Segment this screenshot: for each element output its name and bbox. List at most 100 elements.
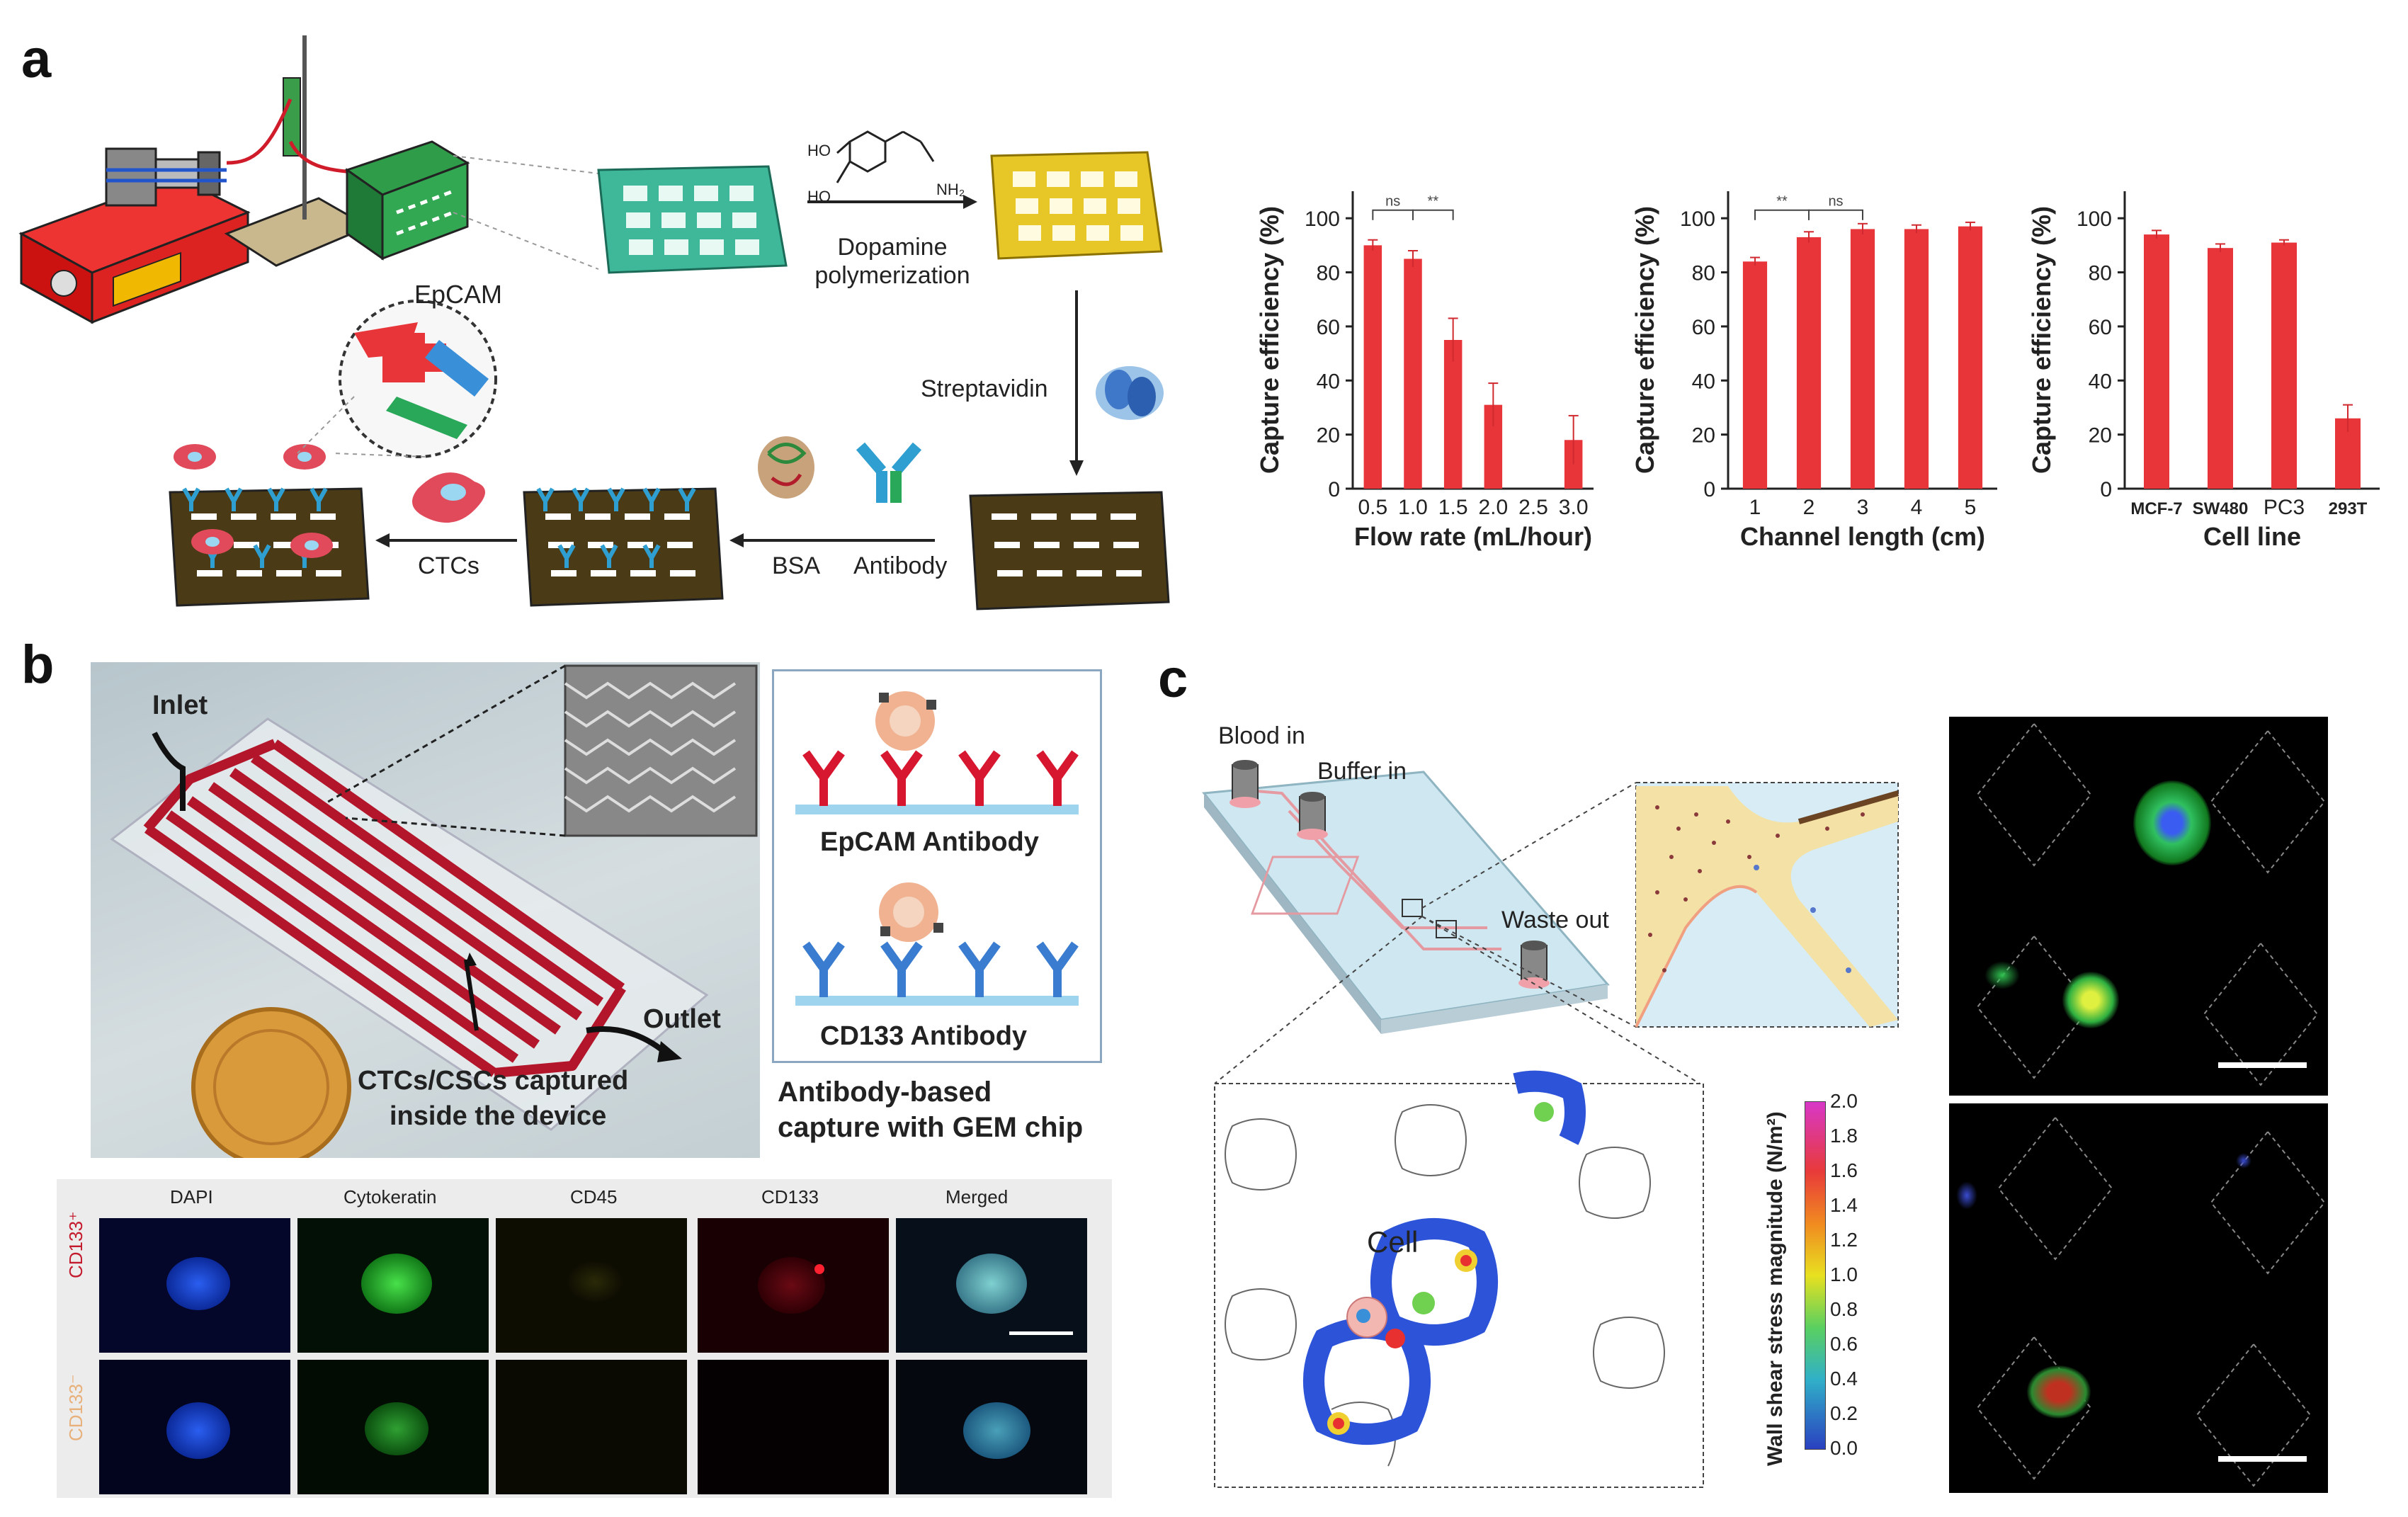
inlet-label: Inlet [152,691,208,720]
row-label-cd133-positive: CD133⁺ [65,1211,86,1278]
bar [1404,258,1422,489]
micrograph-merged-pos [896,1218,1087,1353]
scale-bar [1009,1331,1073,1335]
stain-header-cytokeratin: Cytokeratin [343,1186,437,1208]
stain-header-cd45: CD45 [570,1186,618,1208]
dark-chip-ctcs [169,444,370,607]
antibody-schematic-box [772,669,1102,1063]
micrograph-cd133-pos [698,1218,889,1353]
post-outlines [1976,1116,2326,1487]
epcam-label: EpCAM [414,280,503,309]
y-tick-label: 60 [1317,316,1340,339]
bar [1363,245,1382,489]
antibody-label: Antibody [853,552,948,579]
shear-stress-simulation [1214,1070,1704,1488]
micrograph-cytokeratin-pos [297,1218,489,1353]
significance-bracket [1412,209,1454,220]
captured-label-line1: CTCs/CSCs captured [358,1066,629,1096]
colorbar-tick-label: 1.2 [1830,1229,1858,1251]
significance-bracket [1808,209,1863,220]
x-axis-label: Flow rate (mL/hour) [1354,522,1592,551]
significance-label: ns [1385,194,1400,210]
micrograph-capture-top [1949,717,2328,1096]
streptavidin-protein-icon [1096,366,1164,420]
teal-chip-illustration [597,165,788,274]
bar [2208,248,2233,489]
y-tick-label: 20 [1317,424,1340,448]
y-tick-label: 20 [2089,424,2112,448]
colorbar-tick-label: 0.4 [1830,1368,1858,1390]
captured-label-line2: inside the device [390,1101,607,1131]
y-tick-label: 0 [1703,478,1715,501]
polymerization-label: polymerization [814,262,970,289]
cd133-antibody-label: CD133 Antibody [820,1021,1028,1051]
gem-chip-device [110,664,758,1167]
colorbar-label: Wall shear stress magnitude (N/m²) [1764,1111,1787,1466]
y-tick-label: 60 [1692,316,1715,339]
chip-holder-illustration [344,140,470,261]
free-ctc-cell [412,472,485,523]
x-tick-label: 293T [2329,499,2368,518]
colorbar-tick-label: 0.2 [1830,1402,1858,1424]
x-tick-label: 2 [1803,496,1815,519]
y-axis-label: Capture efficiency (%) [1630,206,1659,474]
bar [1850,229,1875,489]
panel-letter-c: c [1158,649,1188,709]
panel-letter-b: b [21,635,55,695]
cell-label: Cell [1367,1225,1419,1259]
stain-header-dapi: DAPI [170,1186,213,1208]
shear-stress-colorbar [1805,1101,1826,1450]
micrograph-cytokeratin-neg [297,1360,489,1494]
significance-bracket [1372,209,1414,220]
panel-letter-a: a [21,29,52,89]
scale-bar [2218,1062,2307,1068]
bar [1958,226,1983,489]
epcam-magnifier [339,300,497,458]
y-tick-label: 20 [1692,424,1715,448]
x-tick-label: 5 [1965,496,1977,519]
caption-line2: capture with GEM chip [778,1112,1084,1143]
antibody-schematic [795,691,1079,1006]
waste-out-label: Waste out [1501,907,1609,933]
y-tick-label: 0 [2100,478,2112,501]
x-tick-label: 3.0 [1559,496,1589,519]
y-tick-label: 40 [2089,370,2112,393]
x-axis-label: Channel length (cm) [1740,522,1985,551]
x-tick-label: 2.0 [1478,496,1508,519]
buffer-in-label: Buffer in [1317,758,1407,785]
x-tick-label: 2.5 [1518,496,1548,519]
x-axis-label: Cell line [2203,522,2301,551]
bar [2271,242,2297,489]
colorbar-tick-label: 1.8 [1830,1125,1858,1147]
x-tick-label: 0.5 [1358,496,1387,519]
post-outlines [1976,722,2326,1086]
significance-label: ** [1428,194,1439,210]
x-tick-label: PC3 [2264,496,2305,519]
colorbar-tick-label: 0.6 [1830,1333,1858,1355]
y-tick-label: 60 [2089,316,2112,339]
x-tick-label: 1.0 [1398,496,1428,519]
outlet-label: Outlet [643,1004,721,1034]
colorbar-tick-label: 0.8 [1830,1298,1858,1320]
significance-label: ns [1828,194,1843,210]
stain-header-cd133: CD133 [761,1186,819,1208]
syringe-pump-illustration [18,147,251,324]
x-tick-label: 3 [1857,496,1869,519]
channel-zoom-inset [1635,782,1899,1028]
gem-chip-photo [91,662,760,1167]
bar [1443,340,1463,489]
x-tick-label: 1.5 [1438,496,1468,519]
bar [1796,237,1822,489]
bar [1904,229,1929,489]
scale-bar [2218,1456,2307,1462]
micrograph-dapi-neg [99,1360,290,1494]
y-tick-label: 100 [1680,208,1715,231]
caption-line1: Antibody-based [778,1076,992,1108]
stain-header-merged: Merged [945,1186,1009,1208]
microfluidic-chip-illustration [1202,760,1610,1034]
dopamine-label: Dopamine [837,234,948,261]
bsa-protein-icon [758,436,814,499]
dopamine-structure [836,130,935,183]
y-tick-label: 80 [2089,262,2112,285]
